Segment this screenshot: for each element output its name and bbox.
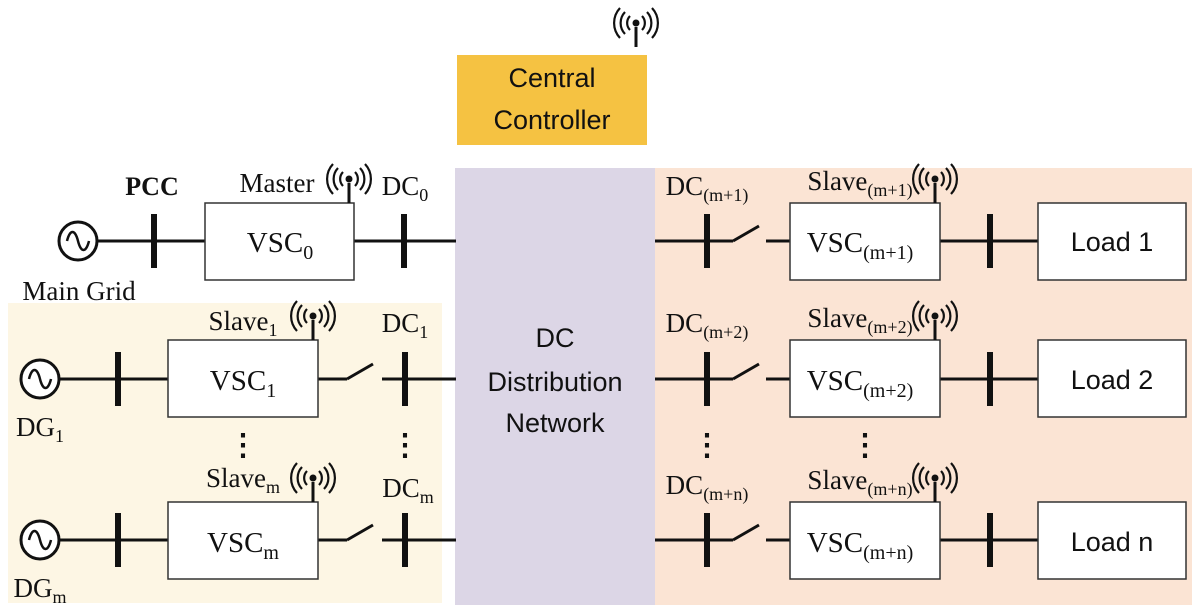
- load2-switch: [732, 362, 760, 381]
- dc-ellipsis-left: ⋮: [390, 429, 420, 462]
- vsc-mn-label: VSC(m+n): [807, 527, 914, 564]
- dgm-switch: [346, 523, 374, 542]
- main-grid-label: Main Grid: [22, 276, 136, 306]
- vsc0-label: VSC0: [247, 227, 313, 264]
- dcm-label: DCm: [382, 473, 434, 507]
- loadn-switch: [732, 523, 760, 542]
- load1-row: DC(m+1) Slave(m+1) VSC(m+1) Load 1: [655, 162, 1187, 281]
- vscm-converter-box: [167, 501, 319, 580]
- central-controller-box: [457, 55, 647, 145]
- pcc-label: PCC: [125, 172, 178, 201]
- slavem-label: Slavem: [206, 463, 280, 497]
- master-antenna-icon: [325, 162, 373, 205]
- dc-mn-label: DC(m+n): [666, 470, 749, 505]
- vsc-ellipsis: ⋮: [228, 429, 258, 462]
- dg1-row: Slave1 VSC1 DC1 DG1: [16, 299, 456, 446]
- network-label-line1: DC: [536, 323, 575, 353]
- vscm-label: VSCm: [207, 527, 279, 564]
- load2-box: [1037, 339, 1187, 418]
- dc-m2-label: DC(m+2): [666, 308, 749, 343]
- load1-label: Load 1: [1071, 227, 1154, 257]
- vsc-m1-converter-box: [789, 202, 941, 281]
- dg1-switch: [346, 362, 374, 381]
- slave-mn-label: Slave(m+n): [807, 465, 912, 500]
- dc-network-block: [455, 168, 655, 605]
- main-grid-source-icon: [57, 220, 99, 262]
- dgm-label: DGm: [13, 573, 66, 607]
- dgm-row: Slavem VSCm DCm DGm: [13, 461, 456, 607]
- vsc-m1-label: VSC(m+1): [807, 227, 914, 264]
- loadn-row: DC(m+n) Slave(m+n) VSC(m+n) Load n: [655, 461, 1187, 580]
- controller-label-line2: Controller: [493, 105, 610, 135]
- load2-row: DC(m+2) Slave(m+2) VSC(m+2) Load 2: [655, 299, 1187, 418]
- dc0-label: DC0: [382, 171, 429, 205]
- dc1-label: DC1: [382, 308, 429, 342]
- vsc1-converter-box: [167, 339, 319, 418]
- vsc-m2-converter-box: [789, 339, 941, 418]
- network-label-line3: Network: [505, 408, 605, 438]
- load1-switch: [732, 224, 760, 243]
- load2-label: Load 2: [1071, 365, 1154, 395]
- vsc-mn-converter-box: [789, 501, 941, 580]
- vsc1-label: VSC1: [210, 365, 276, 402]
- dgm-source-icon: [19, 519, 61, 561]
- dg1-label: DG1: [16, 412, 64, 446]
- loadn-box: [1037, 501, 1187, 580]
- dc-m1-label: DC(m+1): [666, 171, 749, 206]
- dg1-source-icon: [19, 358, 61, 400]
- slave1-label: Slave1: [209, 306, 278, 340]
- slave-m2-label: Slave(m+2): [807, 303, 912, 338]
- load1-box: [1037, 202, 1187, 281]
- dc-ellipsis-right: ⋮: [692, 429, 722, 462]
- master-label: Master: [240, 168, 315, 198]
- vsc0-converter-box: [204, 202, 355, 281]
- vsc-ellipsis-right: ⋮: [850, 429, 880, 462]
- slave-m1-label: Slave(m+1): [807, 166, 912, 201]
- controller-antenna-icon: [612, 6, 660, 49]
- master-row: PCC Master VSC0 DC0 Main Grid: [22, 162, 456, 306]
- loadn-label: Load n: [1071, 527, 1154, 557]
- controller-label-line1: Central: [508, 63, 595, 93]
- vsc-m2-label: VSC(m+2): [807, 365, 914, 402]
- network-label-line2: Distribution: [487, 367, 622, 397]
